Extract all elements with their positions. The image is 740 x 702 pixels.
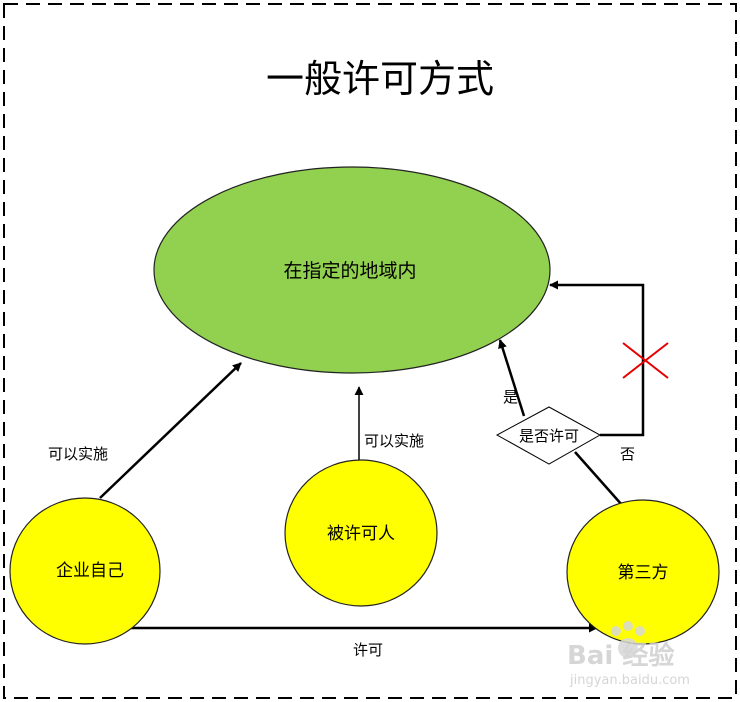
label-licensee-can-implement: 可以实施 — [364, 432, 424, 450]
decision-label: 是否许可 — [519, 427, 579, 445]
label-enterprise-can-implement: 可以实施 — [48, 445, 108, 463]
diagram-title: 一般许可方式 — [266, 57, 494, 101]
node-third-party — [566, 499, 720, 645]
region-label: 在指定的地域内 — [283, 260, 416, 282]
node-third-party-label: 第三方 — [618, 563, 669, 583]
arrow-enterprise-to-region — [99, 362, 242, 499]
dashed-border — [3, 3, 737, 699]
label-license: 许可 — [353, 641, 383, 659]
node-enterprise — [9, 497, 161, 645]
watermark-brand: Bai 经验 — [567, 640, 674, 671]
baidu-watermark-logo: Bai 经验 jingyan.baidu.com — [567, 621, 690, 688]
path-decision-no-to-region — [549, 280, 645, 437]
label-yes: 是 — [503, 388, 518, 406]
cross-icon — [622, 342, 669, 379]
decision-diamond — [495, 406, 602, 465]
watermark-url: jingyan.baidu.com — [569, 673, 690, 688]
arrow-decision-yes-to-region — [498, 339, 526, 417]
node-licensee — [284, 459, 438, 607]
label-no: 否 — [620, 445, 635, 463]
region-ellipse — [153, 166, 551, 374]
node-licensee-label: 被许可人 — [327, 524, 395, 544]
line-third-to-decision — [574, 451, 623, 506]
node-enterprise-label: 企业自己 — [56, 561, 124, 581]
